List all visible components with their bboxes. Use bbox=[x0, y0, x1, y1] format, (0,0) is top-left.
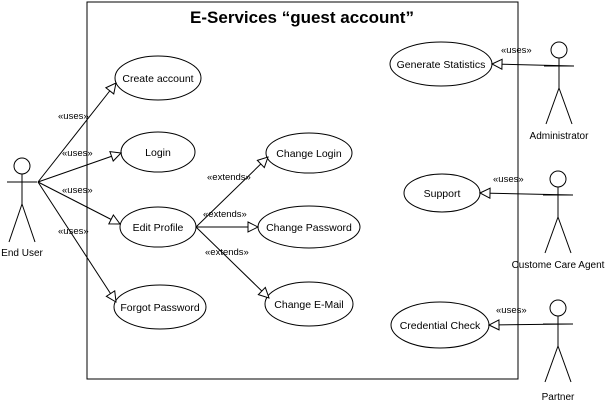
actor-administrator[interactable]: Administrator bbox=[530, 41, 590, 142]
edge-end-user-create-account bbox=[37, 83, 116, 183]
actor-partner[interactable]: Partner bbox=[542, 299, 575, 403]
use-case-label: Change E-Mail bbox=[274, 299, 343, 311]
edge-label-uses-credential-check: «uses» bbox=[496, 305, 527, 316]
edge-partner-credential-check bbox=[489, 324, 574, 325]
edge-extends-change-email bbox=[195, 226, 269, 298]
use-case-label: Support bbox=[424, 188, 461, 200]
edge-label-extends-change-login: «extends» bbox=[207, 172, 251, 183]
actor-label-care-agent: Custome Care Agent bbox=[512, 260, 605, 271]
actor-label-administrator: Administrator bbox=[530, 131, 590, 142]
care-agent-stick-figure-icon bbox=[543, 170, 573, 254]
use-case-change-password[interactable]: Change Password bbox=[257, 205, 361, 249]
use-case-label: Credential Check bbox=[400, 320, 481, 332]
actor-label-end-user: End User bbox=[1, 248, 43, 259]
use-case-change-email[interactable]: Change E-Mail bbox=[264, 281, 354, 327]
edge-label-uses-create-account: «uses» bbox=[58, 111, 89, 122]
edge-end-user-login bbox=[37, 153, 121, 183]
use-case-label: Edit Profile bbox=[133, 222, 184, 234]
administrator-stick-figure-icon bbox=[544, 41, 574, 125]
partner-stick-figure-icon bbox=[543, 299, 573, 383]
edge-administrator-generate-statistics bbox=[492, 64, 575, 66]
edge-label-uses-generate-statistics: «uses» bbox=[501, 45, 532, 56]
use-case-forgot-password[interactable]: Forgot Password bbox=[113, 284, 207, 330]
edge-label-extends-change-password: «extends» bbox=[203, 209, 247, 220]
end-user-stick-figure-icon bbox=[7, 157, 37, 243]
use-case-support[interactable]: Support bbox=[403, 173, 481, 213]
edge-label-uses-login: «uses» bbox=[62, 148, 93, 159]
use-case-credential-check[interactable]: Credential Check bbox=[390, 301, 490, 349]
edge-label-extends-change-email: «extends» bbox=[205, 247, 249, 258]
use-case-label: Change Password bbox=[266, 222, 352, 234]
use-case-label: Generate Statistics bbox=[397, 59, 486, 71]
edge-label-uses-edit-profile: «uses» bbox=[62, 185, 93, 196]
actor-customer-care-agent[interactable]: Custome Care Agent bbox=[512, 170, 605, 271]
edge-care-agent-support bbox=[480, 193, 574, 195]
use-case-label: Create account bbox=[122, 73, 193, 85]
edge-label-uses-forgot-password: «uses» bbox=[58, 226, 89, 237]
edge-end-user-edit-profile bbox=[37, 181, 120, 224]
use-case-login[interactable]: Login bbox=[120, 131, 196, 173]
use-case-change-login[interactable]: Change Login bbox=[265, 132, 353, 174]
edge-end-user-forgot-password bbox=[37, 181, 116, 302]
edge-extends-change-login bbox=[195, 157, 268, 228]
diagram-title: E-Services “guest account” bbox=[190, 8, 414, 27]
actor-label-partner: Partner bbox=[542, 392, 575, 403]
use-case-label: Login bbox=[145, 147, 171, 159]
use-case-label: Forgot Password bbox=[120, 302, 200, 314]
actor-end-user[interactable]: End User bbox=[1, 157, 44, 259]
use-case-edit-profile[interactable]: Edit Profile bbox=[119, 206, 197, 248]
edge-label-uses-support: «uses» bbox=[493, 174, 524, 185]
use-case-create-account[interactable]: Create account bbox=[114, 55, 202, 101]
use-case-generate-statistics[interactable]: Generate Statistics bbox=[389, 41, 493, 87]
use-case-label: Change Login bbox=[276, 148, 342, 160]
